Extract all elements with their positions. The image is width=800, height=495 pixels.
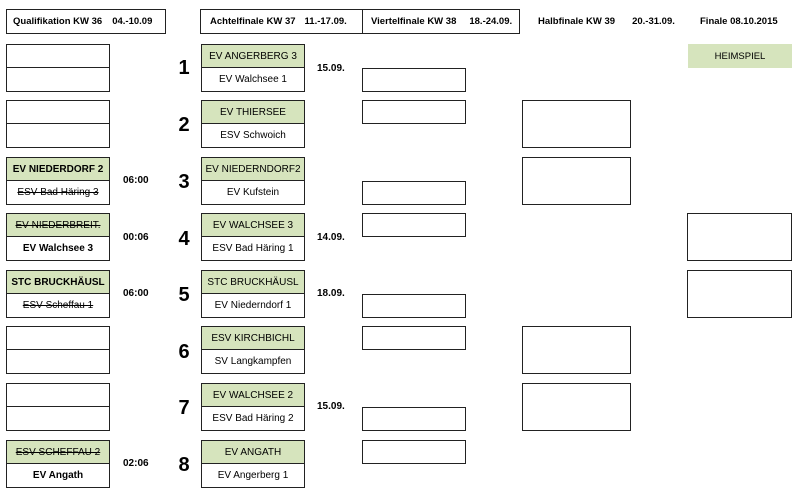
header-halbfinale-date: 20.-31.09.: [632, 16, 675, 27]
qualification-match-4: EV NIEDERBREIT. EV Walchsee 3: [6, 213, 110, 261]
qualification-team-away: [7, 124, 109, 147]
match-number: 3: [178, 171, 190, 193]
qualification-team-away: EV Walchsee 3: [22, 243, 94, 254]
round16-match-2: EV THIERSEE ESV Schwoich: [201, 100, 305, 148]
header-halbfinale-label: Halbfinale KW 39: [538, 16, 616, 27]
header-viertelfinale-label: Viertelfinale KW 38: [371, 16, 457, 27]
qualification-team-home: [7, 327, 109, 350]
quarterfinal-slot: [362, 68, 466, 92]
quarterfinal-slot: [362, 213, 466, 237]
final-slot: [687, 213, 792, 261]
round16-match-7: EV WALCHSEE 2 ESV Bad Häring 2: [201, 383, 305, 431]
round16-team-away: ESV Schwoich: [220, 130, 286, 141]
round16-team-home: EV NIEDERNDORF2: [202, 158, 304, 181]
round16-team-home: STC BRUCKHÄUSL: [202, 271, 304, 294]
header-viertelfinale: Viertelfinale KW 38 18.-24.09.: [362, 9, 520, 34]
qualification-team-away: [7, 68, 109, 91]
round16-team-home: EV WALCHSEE 3: [202, 214, 304, 237]
semifinal-slot: [522, 157, 631, 205]
match-date: 14.09.: [317, 232, 345, 243]
round16-match-4: EV WALCHSEE 3 ESV Bad Häring 1: [201, 213, 305, 261]
round16-team-away: EV Niederndorf 1: [214, 300, 292, 311]
qualification-match-5: STC BRUCKHÄUSL ESV Scheffau 1: [6, 270, 110, 318]
heimspiel-badge: HEIMSPIEL: [688, 44, 792, 68]
match-date: 18.09.: [317, 288, 345, 299]
round16-team-away: ESV Bad Häring 1: [212, 243, 294, 254]
match-number: 2: [178, 114, 190, 136]
round16-team-away: EV Kufstein: [226, 187, 280, 198]
round16-team-away: ESV Bad Häring 2: [212, 413, 294, 424]
qualification-team-away: EV Angath: [32, 470, 84, 481]
qualification-team-home: STC BRUCKHÄUSL: [7, 271, 109, 294]
qualification-match-6: [6, 326, 110, 374]
header-achtelfinale-label: Achtelfinale KW 37: [210, 16, 296, 27]
round16-team-away: SV Langkampfen: [214, 356, 292, 367]
qualification-match-7: [6, 383, 110, 431]
round16-team-home: EV THIERSEE: [202, 101, 304, 124]
qualification-team-away: [7, 350, 109, 373]
qualification-team-home: [7, 45, 109, 68]
quarterfinal-slot: [362, 326, 466, 350]
quarterfinal-slot: [362, 294, 466, 318]
round16-team-home: ESV KIRCHBICHL: [202, 327, 304, 350]
qualification-result: 06:00: [123, 288, 149, 299]
match-number: 5: [178, 284, 190, 306]
header-finale-label: Finale 08.10.2015: [700, 16, 778, 27]
qualification-team-away: [7, 407, 109, 430]
quarterfinal-slot: [362, 440, 466, 464]
header-qualifikation-date: 04.-10.09: [112, 16, 153, 27]
match-number: 6: [178, 341, 190, 363]
match-date: 15.09.: [317, 63, 345, 74]
match-number: 1: [178, 57, 190, 79]
final-slot: [687, 270, 792, 318]
header-achtelfinale-date: 11.-17.09.: [304, 16, 347, 27]
qualification-team-home: EV NIEDERDORF 2: [7, 158, 109, 181]
round16-match-1: EV ANGERBERG 3 EV Walchsee 1: [201, 44, 305, 92]
quarterfinal-slot: [362, 100, 466, 124]
match-number: 4: [178, 228, 190, 250]
match-number: 7: [178, 397, 190, 419]
round16-match-3: EV NIEDERNDORF2 EV Kufstein: [201, 157, 305, 205]
qualification-team-home: EV NIEDERBREIT.: [7, 214, 109, 237]
qualification-result: 00:06: [123, 232, 149, 243]
round16-team-away: EV Angerberg 1: [217, 470, 289, 481]
header-qualifikation-label: Qualifikation KW 36: [13, 16, 103, 27]
round16-team-home: EV WALCHSEE 2: [202, 384, 304, 407]
match-number: 8: [178, 454, 190, 476]
qualification-team-home: ESV SCHEFFAU 2: [7, 441, 109, 464]
semifinal-slot: [522, 326, 631, 374]
qualification-match-3: EV NIEDERDORF 2 ESV Bad Häring 3: [6, 157, 110, 205]
header-viertelfinale-date: 18.-24.09.: [469, 16, 513, 27]
match-date: 15.09.: [317, 401, 345, 412]
header-qualifikation: Qualifikation KW 36 04.-10.09: [6, 9, 166, 34]
semifinal-slot: [522, 100, 631, 148]
semifinal-slot: [522, 383, 631, 431]
qualification-team-away: ESV Scheffau 1: [22, 300, 94, 311]
header-halbfinale: Halbfinale KW 39 20.-31.09.: [538, 9, 688, 34]
round16-match-8: EV ANGATH EV Angerberg 1: [201, 440, 305, 488]
qualification-team-home: [7, 384, 109, 407]
qualification-result: 02:06: [123, 458, 149, 469]
quarterfinal-slot: [362, 181, 466, 205]
round16-team-home: EV ANGERBERG 3: [202, 45, 304, 68]
round16-match-6: ESV KIRCHBICHL SV Langkampfen: [201, 326, 305, 374]
round16-team-away: EV Walchsee 1: [219, 74, 287, 85]
header-finale: Finale 08.10.2015: [700, 9, 795, 34]
round16-team-home: EV ANGATH: [202, 441, 304, 464]
qualification-team-home: [7, 101, 109, 124]
qualification-match-2: [6, 100, 110, 148]
quarterfinal-slot: [362, 407, 466, 431]
round16-match-5: STC BRUCKHÄUSL EV Niederndorf 1: [201, 270, 305, 318]
qualification-match-1: [6, 44, 110, 92]
qualification-result: 06:00: [123, 175, 149, 186]
qualification-team-away: ESV Bad Häring 3: [17, 187, 99, 198]
header-achtelfinale: Achtelfinale KW 37 11.-17.09.: [200, 9, 363, 34]
qualification-match-8: ESV SCHEFFAU 2 EV Angath: [6, 440, 110, 488]
